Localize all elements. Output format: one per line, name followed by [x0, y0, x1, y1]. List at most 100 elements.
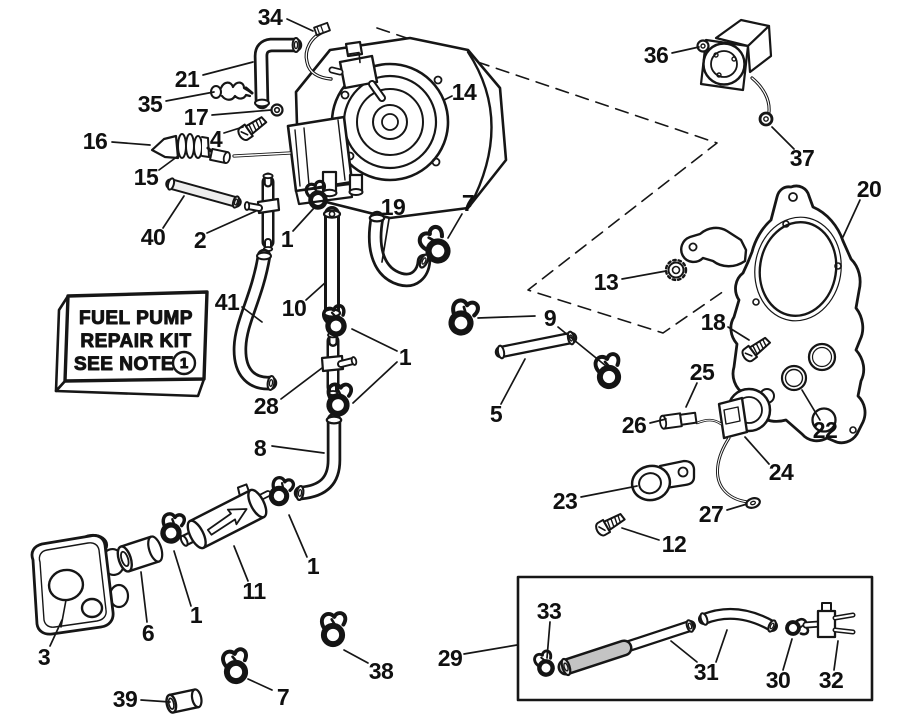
bushing-6 [116, 535, 164, 573]
part-callout-23: 23 [553, 488, 578, 514]
part-callout-7: 7 [277, 684, 289, 710]
leader-line-5 [500, 358, 526, 405]
leader-line-40 [162, 195, 185, 229]
fitting-32 [802, 602, 856, 639]
tube-40 [165, 177, 242, 209]
leader-line-1 [173, 550, 192, 607]
leader-line-7 [447, 213, 463, 239]
leader-line-26 [649, 418, 667, 424]
part-callout-24: 24 [769, 459, 794, 485]
leader-line-16 [111, 141, 151, 146]
leader-line-39 [140, 699, 171, 703]
part-callout-37: 37 [790, 145, 815, 171]
part-callout-1: 1 [307, 553, 320, 579]
part-callout-29: 29 [438, 645, 463, 671]
leader-lines [49, 18, 861, 703]
leader-line-19 [381, 218, 390, 263]
anode-sensor-24 [716, 387, 775, 509]
hose-19 [367, 210, 432, 288]
leader-line-1 [292, 207, 315, 232]
leader-line-22 [801, 389, 821, 421]
part-callout-11: 11 [242, 578, 266, 604]
part-callout-40: 40 [141, 224, 166, 250]
part-callout-3: 3 [38, 644, 50, 670]
part-callout-9: 9 [544, 305, 556, 331]
tee-fitting-28 [320, 331, 358, 396]
part-callout-12: 12 [662, 531, 687, 557]
leader-line-13 [621, 270, 667, 280]
leader-line-36 [671, 46, 700, 54]
part-callout-19: 19 [381, 194, 406, 220]
leader-line-11 [233, 545, 249, 582]
leader-line-34 [286, 18, 314, 32]
part-callout-38: 38 [369, 658, 394, 684]
leader-line-10 [305, 281, 327, 301]
part-callout-6: 6 [142, 620, 154, 646]
wire-link-34 [304, 21, 333, 81]
part-callout-41: 41 [215, 289, 240, 315]
part-callout-2: 2 [194, 227, 206, 253]
note-line-2: REPAIR KIT [80, 331, 191, 352]
inset-box-primer-hose [516, 575, 874, 702]
leader-line-31 [715, 629, 728, 663]
hose-21 [253, 37, 303, 110]
part-callout-1: 1 [190, 602, 203, 628]
leader-line-30 [782, 638, 793, 671]
hose-31b [698, 607, 778, 633]
part-callout-14: 14 [452, 79, 477, 105]
part-callout-28: 28 [254, 393, 279, 419]
leader-line-3 [49, 619, 63, 647]
part-callout-18: 18 [701, 309, 726, 335]
seal-ring-22 [780, 364, 808, 392]
tube-10 [322, 206, 342, 321]
leader-line-2 [206, 210, 257, 234]
leader-line-18 [727, 326, 750, 341]
part-callout-1: 1 [281, 226, 294, 252]
part-callout-13: 13 [594, 269, 619, 295]
nut-13 [664, 258, 688, 282]
hose-31a [557, 619, 696, 677]
part-callout-22: 22 [813, 417, 838, 443]
note-circled-number: 1 [180, 355, 188, 372]
bullet-connector-26 [659, 411, 723, 430]
sleeve-39 [165, 688, 203, 714]
hose-41 [232, 248, 278, 391]
note-line-1: FUEL PUMP [79, 308, 193, 329]
leader-line-35 [165, 91, 215, 102]
part-callout-10: 10 [282, 295, 307, 321]
part-callout-7: 7 [462, 190, 474, 216]
leader-line-1 [352, 361, 398, 404]
leader-line-17 [211, 109, 272, 116]
part-callout-8: 8 [254, 435, 267, 461]
leader-line-6 [140, 571, 148, 623]
leader-line-9 [557, 326, 607, 367]
leader-line-28 [280, 367, 323, 400]
tee-fitting-2 [243, 172, 281, 252]
clip-35 [210, 81, 254, 101]
part-callout-31: 31 [694, 659, 719, 685]
leader-line-9 [477, 315, 536, 319]
fuel-filter-11 [179, 483, 272, 550]
part-callout-5: 5 [490, 401, 503, 427]
leader-line-24 [744, 436, 770, 465]
part-callout-16: 16 [83, 128, 108, 154]
temperature-sensor-15-16 [150, 133, 231, 165]
leader-line-21 [202, 61, 254, 76]
ring-terminal-37 [758, 111, 774, 127]
leader-line-37 [771, 126, 795, 150]
part-callout-15: 15 [134, 164, 159, 190]
part-callout-25: 25 [690, 359, 715, 385]
leader-line-27 [726, 503, 748, 511]
part-callout-26: 26 [622, 412, 647, 438]
grommet-23 [630, 459, 696, 502]
leader-line-12 [621, 527, 660, 541]
leader-line-8 [271, 445, 325, 454]
leader-line-1 [288, 514, 308, 558]
leader-line-7 [247, 678, 273, 691]
alignment-dashed-lines [376, 27, 725, 334]
gasket-plate [680, 184, 867, 445]
leader-line-15 [158, 155, 179, 171]
leader-line-32 [833, 640, 839, 671]
